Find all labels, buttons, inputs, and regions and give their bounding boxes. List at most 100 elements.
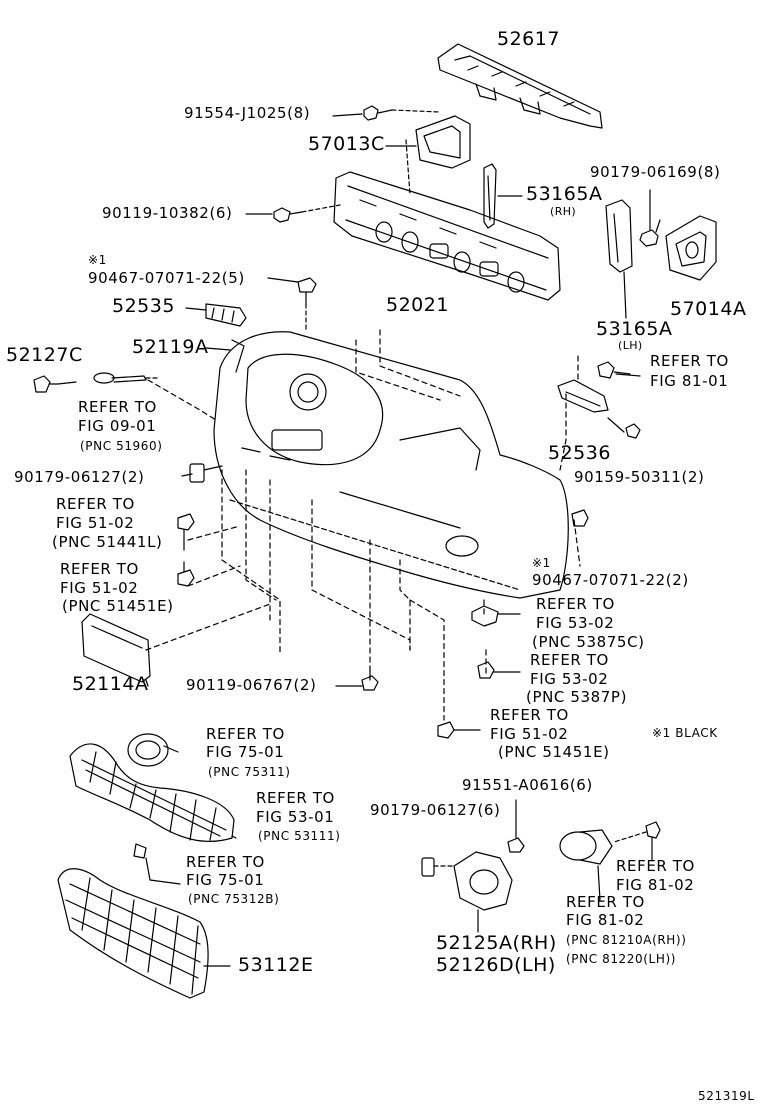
part-number-90467-07071-22-bottom[interactable]: 90467-07071-22(2)	[532, 571, 689, 589]
part-number-90179-06169[interactable]: 90179-06169(8)	[590, 163, 721, 181]
part-number-91551-a0616[interactable]: 91551-A0616(6)	[462, 776, 593, 794]
part-number-52536[interactable]: 52536	[548, 442, 611, 464]
refer-fig-51-02-c-line1: REFER TO	[490, 706, 569, 724]
part-number-52021[interactable]: 52021	[386, 294, 449, 316]
part-number-90179-06127-fog[interactable]: 90179-06127(6)	[370, 801, 501, 819]
refer-fig-53-02-b-pnc: (PNC 5387P)	[526, 688, 628, 706]
part-number-57014a[interactable]: 57014A	[670, 298, 747, 320]
retainer-52535-drawing	[205, 303, 247, 327]
plate-52114a-drawing	[81, 613, 151, 683]
refer-fig-75-01-a-pnc: (PNC 75311)	[208, 765, 291, 779]
part-number-52119a[interactable]: 52119A	[132, 336, 209, 358]
refer-fig-51-02-a-pnc: (PNC 51441L)	[52, 533, 163, 551]
grille-lower-drawing	[57, 868, 231, 999]
part-number-91554-j1025[interactable]: 91554-J1025(8)	[184, 104, 311, 122]
bolt-right-upper-drawing	[597, 361, 631, 379]
bracket-52617-drawing	[437, 43, 603, 129]
screw-91551-drawing	[507, 799, 525, 853]
cap-52127c-drawing	[33, 375, 59, 393]
clip-90467-bottom-drawing	[571, 509, 589, 527]
part-number-52125a-rh[interactable]: 52125A(RH)	[436, 932, 557, 954]
refer-fig-81-02-b-link[interactable]: FIG 81-02	[566, 911, 645, 929]
refer-fig-75-01-b-line1: REFER TO	[186, 853, 265, 871]
screw-51451e-right-drawing	[437, 721, 455, 739]
refer-fig-75-01-b-pnc: (PNC 75312B)	[188, 892, 280, 906]
leader-lines-drawing	[57, 113, 661, 839]
part-number-52617[interactable]: 52617	[497, 28, 560, 50]
refer-fig-09-01-link[interactable]: FIG 09-01	[78, 417, 157, 435]
part-number-52127c[interactable]: 52127C	[6, 344, 83, 366]
refer-fig-51-02-a-line1: REFER TO	[56, 495, 135, 513]
clip-90467-top-drawing	[297, 277, 317, 331]
part-number-90159-50311[interactable]: 90159-50311(2)	[574, 468, 705, 486]
refer-fig-51-02-a-link[interactable]: FIG 51-02	[56, 514, 135, 532]
part-number-53165a-rh[interactable]: 53165A	[526, 183, 603, 205]
refer-fig-51-02-b-link[interactable]: FIG 51-02	[60, 579, 139, 597]
refer-fig-75-01-b-link[interactable]: FIG 75-01	[186, 871, 265, 889]
refer-fig-51-02-b-pnc: (PNC 51451E)	[62, 597, 174, 615]
refer-fig-81-02-b-pnc-rh: (PNC 81210A(RH))	[566, 933, 687, 947]
refer-fig-53-02-b-link[interactable]: FIG 53-02	[530, 670, 609, 688]
refer-fig-75-01-a-line1: REFER TO	[206, 725, 285, 743]
fog-lamp-drawing	[559, 829, 613, 901]
refer-fig-53-02-a-link[interactable]: FIG 53-02	[536, 614, 615, 632]
refer-fig-53-01-line1: REFER TO	[256, 789, 335, 807]
part-number-52126d-lh[interactable]: 52126D(LH)	[436, 954, 556, 976]
refer-fig-81-02-b-pnc-lh: (PNC 81220(LH))	[566, 952, 677, 966]
bolt-fog-lamp-drawing	[613, 821, 661, 861]
refer-fig-53-02-a-pnc: (PNC 53875C)	[532, 633, 645, 651]
guide-lines-drawing	[145, 329, 581, 721]
footnote-mark-bottom: ※1	[532, 556, 551, 570]
part-number-53112e[interactable]: 53112E	[238, 954, 314, 976]
refer-fig-53-01-pnc: (PNC 53111)	[258, 829, 341, 843]
bolt-90119-06767-drawing	[361, 669, 379, 691]
refer-fig-81-02-a-line1: REFER TO	[616, 857, 695, 875]
refer-fig-51-02-c-link[interactable]: FIG 51-02	[490, 725, 569, 743]
refer-fig-53-01-link[interactable]: FIG 53-01	[256, 808, 335, 826]
black-note: ※1 BLACK	[652, 726, 718, 740]
nut-90179-06127-left-drawing	[189, 463, 223, 483]
bolt-90119-10382-drawing	[273, 204, 341, 223]
screw-5387p-drawing	[477, 661, 495, 679]
refer-fig-81-02-a-link[interactable]: FIG 81-02	[616, 876, 695, 894]
diagram-id: 521319L	[698, 1089, 755, 1103]
refer-fig-09-01-pnc: (PNC 51960)	[80, 439, 163, 453]
bracket-57014a-drawing	[665, 215, 717, 281]
bolt-90159-drawing	[607, 417, 641, 439]
refer-fig-09-01-line1: REFER TO	[78, 398, 157, 416]
bumper-cover-52119a-drawing	[213, 331, 569, 599]
screw-51451e-drawing	[177, 561, 195, 587]
rh-note: (RH)	[550, 205, 577, 218]
fog-cover-drawing	[453, 851, 513, 933]
footnote-mark-top: ※1	[88, 253, 107, 267]
part-number-53165a-lh[interactable]: 53165A	[596, 318, 673, 340]
nut-90179-06169-drawing	[639, 189, 659, 247]
nut-90179-06127-fog-drawing	[421, 857, 455, 877]
part-number-90119-10382[interactable]: 90119-10382(6)	[102, 204, 233, 222]
bolt-91554-drawing	[363, 105, 441, 121]
refer-fig-81-02-b-line1: REFER TO	[566, 893, 645, 911]
part-number-52114a[interactable]: 52114A	[72, 673, 149, 695]
tow-hook-drawing	[93, 372, 161, 384]
refer-fig-81-01-link[interactable]: FIG 81-01	[650, 372, 729, 390]
bracket-52536-drawing	[557, 379, 609, 413]
screw-51441l-drawing	[177, 513, 195, 551]
refer-fig-53-02-a-line1: REFER TO	[536, 595, 615, 613]
grille-upper-drawing	[69, 743, 235, 885]
refer-fig-51-02-b-line1: REFER TO	[60, 560, 139, 578]
refer-fig-75-01-a-link[interactable]: FIG 75-01	[206, 743, 285, 761]
part-number-52535[interactable]: 52535	[112, 295, 175, 317]
part-number-90467-07071-22-top[interactable]: 90467-07071-22(5)	[88, 269, 245, 287]
refer-fig-53-02-b-line1: REFER TO	[530, 651, 609, 669]
bracket-53165a-lh-drawing	[605, 199, 633, 319]
part-number-90119-06767[interactable]: 90119-06767(2)	[186, 676, 317, 694]
bracket-57013c-drawing	[405, 115, 471, 196]
part-number-57013c[interactable]: 57013C	[308, 133, 385, 155]
refer-fig-81-01-line1: REFER TO	[650, 352, 729, 370]
lh-note: (LH)	[618, 339, 643, 352]
refer-fig-51-02-c-pnc: (PNC 51451E)	[498, 743, 610, 761]
emblem-drawing	[127, 733, 179, 767]
screw-53875c-drawing	[471, 605, 499, 627]
part-number-90179-06127-left[interactable]: 90179-06127(2)	[14, 468, 145, 486]
